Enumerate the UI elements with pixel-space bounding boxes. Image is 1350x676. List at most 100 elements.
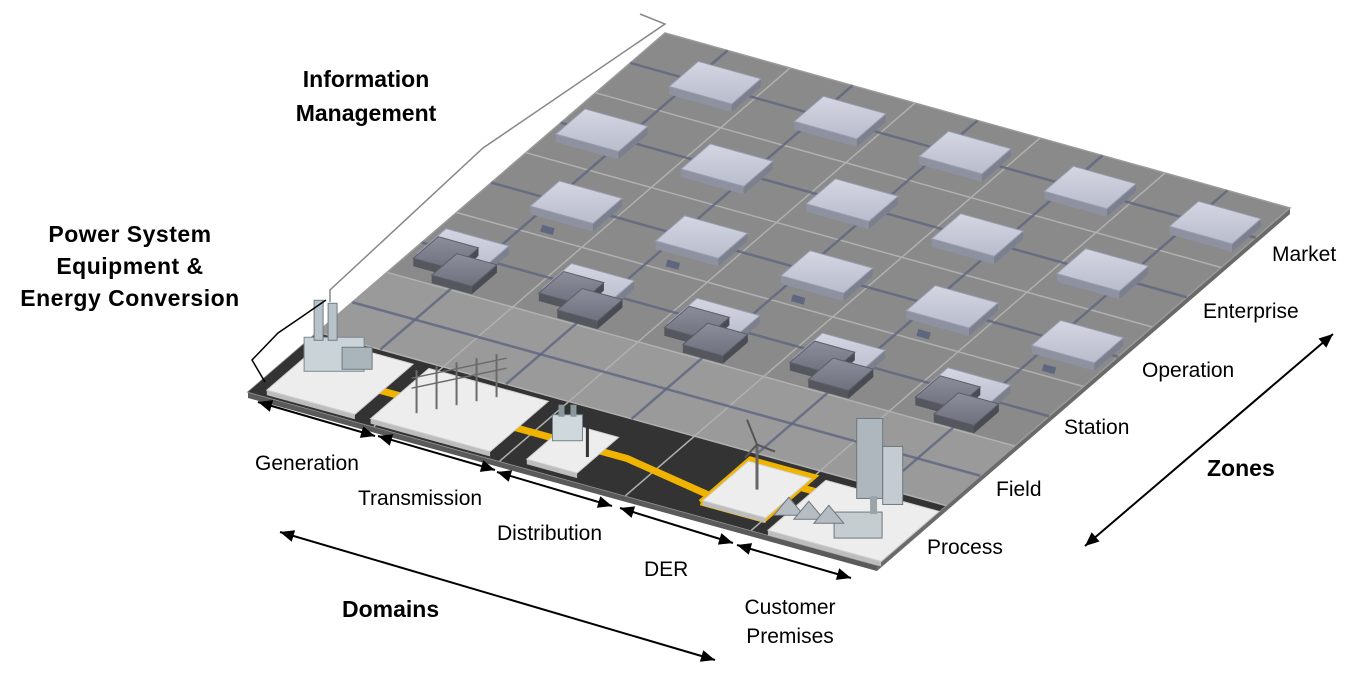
information-tile-icon <box>529 180 624 232</box>
tile-side-face <box>743 161 773 195</box>
office-tower <box>856 417 884 499</box>
information-tile-icon <box>779 250 874 302</box>
link-connector <box>916 329 931 340</box>
transmission-platform <box>369 367 550 453</box>
tile-top-face <box>654 215 749 259</box>
tile-front-face <box>555 134 619 160</box>
tile-front-face <box>1044 191 1107 217</box>
information-tile-icon <box>1168 200 1263 252</box>
turbine-blade <box>744 443 758 459</box>
tile-top-face <box>905 284 1000 329</box>
information-management-line-1: Information <box>302 66 430 92</box>
transmission-span-arrow-head <box>378 434 394 446</box>
tile-top-face <box>430 253 498 287</box>
information-tile-icon <box>1055 248 1150 300</box>
tile-side-face <box>868 196 898 230</box>
information-management-bracket <box>329 13 667 302</box>
generation-span-arrow-head <box>359 426 375 438</box>
zone-label-station: Station <box>1064 416 1130 439</box>
device-block-icon <box>556 287 624 330</box>
zone-label-operation: Operation <box>1142 359 1235 382</box>
zones-axis-label: Zones <box>1207 455 1275 481</box>
der-span-arrow-shaft <box>619 507 734 544</box>
der-span-arrow-head <box>620 506 636 518</box>
der-platform-edge <box>702 500 766 523</box>
customer-platform-edge <box>767 530 882 567</box>
tile-side-face <box>597 299 623 330</box>
tile-front-face <box>681 169 744 195</box>
generation-span-arrow-head <box>258 400 274 412</box>
office-building-icon <box>856 417 904 505</box>
turbine-blade <box>756 443 776 453</box>
tile-side-face <box>618 126 648 160</box>
tile-top-face <box>779 250 874 294</box>
tile-side-face <box>994 231 1024 265</box>
zones-axis-arrow-head <box>1318 334 1333 348</box>
tile-side-face <box>856 113 886 147</box>
turbine-blade <box>746 419 758 445</box>
domains-axis-arrow-shaft <box>279 531 716 661</box>
domains-axis-label: Domains <box>342 596 440 622</box>
tile-front-face <box>682 344 723 364</box>
tile-side-face <box>848 369 874 399</box>
tile-side-face <box>1094 337 1124 371</box>
transformer-body <box>551 414 583 442</box>
tile-top-face <box>930 213 1025 257</box>
domains-axis-arrow-head <box>699 650 715 662</box>
domain-label-generation: Generation <box>255 452 359 475</box>
device-block-icon <box>430 253 498 295</box>
tile-top-face <box>793 95 887 140</box>
information-tile-icon <box>654 215 749 267</box>
tile-front-face <box>794 121 857 147</box>
tile-top-face <box>1168 200 1263 245</box>
transmission-platform-edge <box>370 418 491 457</box>
tile-front-face <box>1056 273 1120 300</box>
tile-top-face <box>918 130 1012 175</box>
information-tile-icon <box>668 60 762 112</box>
tile-top-face <box>1043 165 1137 210</box>
power-plant-stack <box>327 302 338 341</box>
tile-top-face <box>805 178 900 222</box>
substation-wire <box>411 357 507 379</box>
customer-premises-span-arrow-head <box>835 568 851 580</box>
tile-front-face <box>931 238 995 265</box>
zones-axis-arrow-shaft <box>1084 333 1334 547</box>
tile-front-face <box>1169 226 1233 252</box>
information-tile-icon <box>554 108 649 160</box>
domain-label-der: DER <box>644 558 689 581</box>
tile-side-face <box>471 264 497 295</box>
power-system-bracket <box>251 299 327 383</box>
transformer-icon <box>551 404 589 458</box>
power-system-label: Power System Equipment & Energy Conversi… <box>0 218 260 314</box>
tile-side-face <box>722 334 748 364</box>
device-block-icon <box>932 392 1000 434</box>
information-tile-icon <box>680 143 774 195</box>
office-tower <box>882 445 904 505</box>
zone-label-process: Process <box>927 536 1003 559</box>
tile-top-face <box>680 143 774 187</box>
tile-front-face <box>806 203 869 230</box>
zones-axis-arrow <box>1084 333 1334 547</box>
information-tile-icon <box>793 95 887 147</box>
zone-divider-line <box>317 331 947 507</box>
zone-label-market: Market <box>1272 243 1337 266</box>
transmission-span-arrow-head <box>479 460 495 472</box>
information-tile-icon <box>905 284 1000 336</box>
transmission-span-arrow-shaft <box>377 435 496 471</box>
plane-right-edge <box>877 208 1290 571</box>
wind-turbine-icon <box>744 419 776 490</box>
generation-span-arrow <box>257 400 376 438</box>
house-roof-icon <box>772 496 805 516</box>
factory-icon <box>833 496 883 539</box>
customer-premises-span-arrow-head <box>737 543 753 555</box>
customer-premises-span-arrow <box>736 543 852 580</box>
house-roof-icon <box>812 504 845 524</box>
tile-top-face <box>668 60 762 105</box>
transformer-bushing <box>570 404 577 417</box>
domain-label-transmission: Transmission <box>358 487 483 510</box>
tile-side-face <box>969 302 998 336</box>
distribution-span-arrow-shaft <box>496 471 613 507</box>
zones-axis-arrow-head <box>1085 532 1100 546</box>
information-tile-icon <box>805 178 900 230</box>
